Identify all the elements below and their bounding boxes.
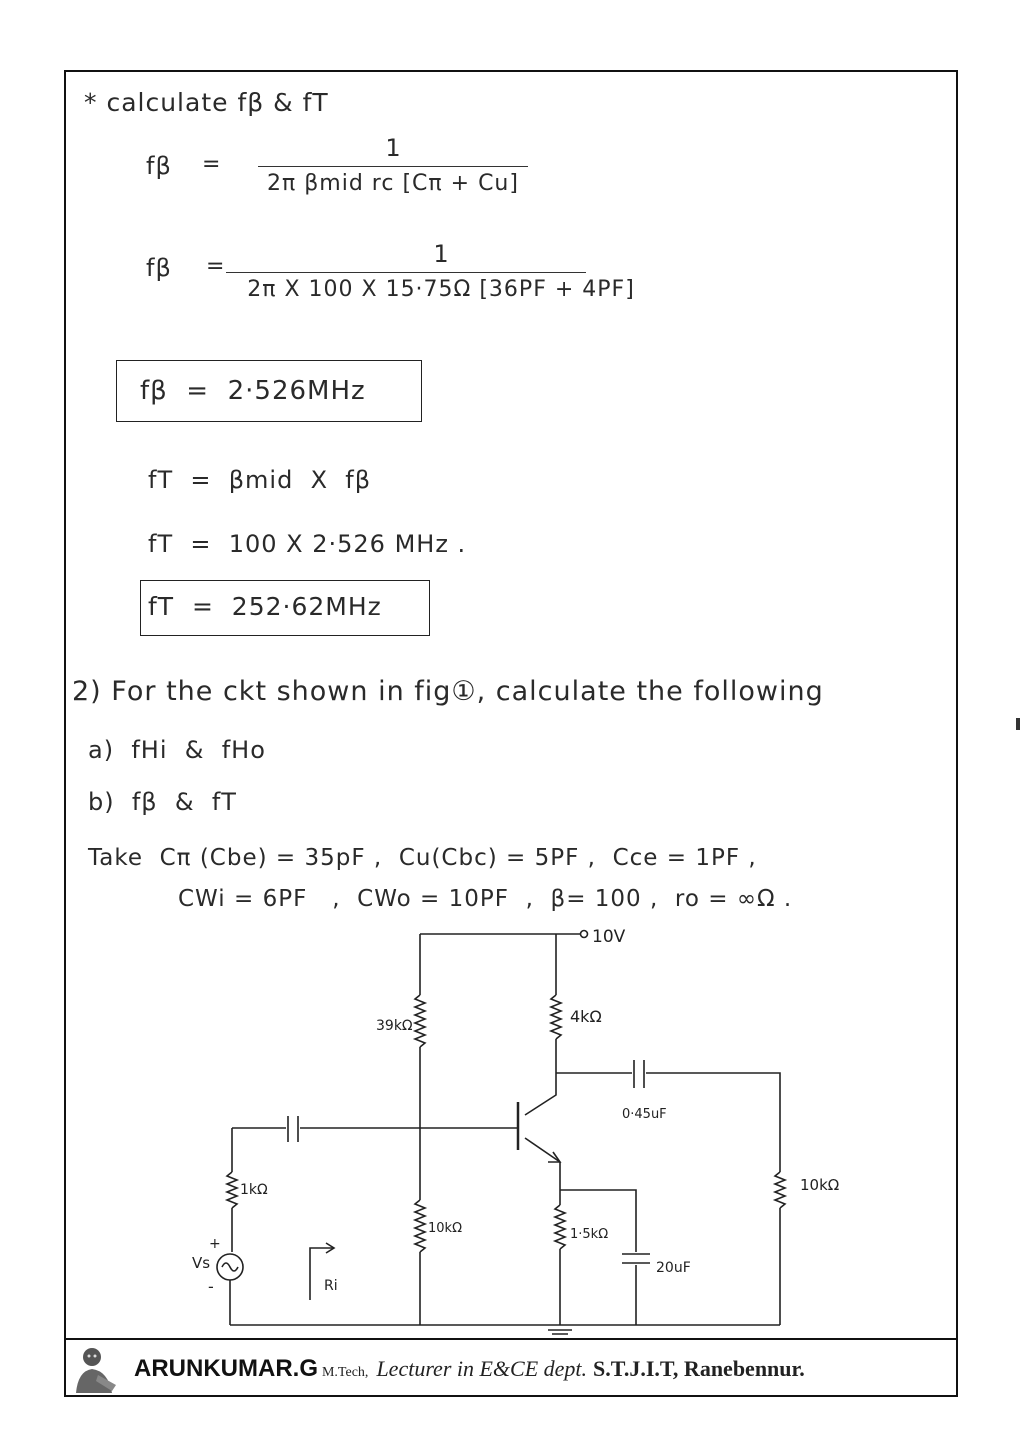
problem-part-b: b) fβ & fT — [88, 788, 237, 816]
r-emitter-symbol — [552, 1204, 568, 1250]
heading: * calculate fβ & fT — [84, 88, 329, 117]
problem-given2: CWi = 6PF , CWo = 10PF , β= 100 , ro = ∞… — [178, 886, 793, 912]
problem-intro: 2) For the ckt shown in fig①, calculate … — [72, 676, 824, 707]
label-r-load: 10kΩ — [800, 1176, 839, 1194]
ri-arrow — [309, 1247, 334, 1300]
result-fb: fβ = 2·526MHz — [140, 376, 366, 406]
r-top-left-symbol — [412, 994, 428, 1048]
page-frame — [64, 70, 958, 1397]
formula1-bar — [258, 166, 528, 167]
author-photo-icon — [68, 1341, 122, 1395]
supply-terminal — [579, 929, 589, 939]
c-out-wire — [646, 1072, 781, 1172]
result-ft-box — [140, 580, 430, 636]
label-c-emitter: 20uF — [656, 1260, 691, 1276]
line-ft2: fT = 100 X 2·526 MHz . — [148, 530, 467, 558]
footer-name: ARUNKUMAR.G — [134, 1354, 318, 1382]
label-r-collector: 4kΩ — [570, 1007, 602, 1026]
r-collector-symbol — [548, 994, 564, 1040]
footer: ARUNKUMAR.G M.Tech, Lecturer in E&CE dep… — [64, 1338, 958, 1397]
bypass-wire — [560, 1189, 637, 1252]
label-supply: 10V — [592, 927, 626, 947]
r-load-symbol — [772, 1171, 788, 1209]
r-bottom-left-symbol — [412, 1199, 428, 1253]
source-sine — [221, 1262, 239, 1272]
ground-symbol — [548, 1329, 572, 1335]
formula1-eq: = — [202, 152, 222, 177]
label-r-top-left: 39kΩ — [376, 1018, 413, 1034]
label-r-bottom-left: 10kΩ — [428, 1221, 462, 1236]
formula1-numerator: 1 — [385, 134, 401, 162]
problem-given1: Take Cπ (Cbe) = 35pF , Cu(Cbc) = 5PF , C… — [88, 845, 757, 871]
problem-part-a: a) fHi & fHo — [88, 736, 266, 764]
footer-degree: M.Tech, — [321, 1364, 369, 1380]
formula1-fraction: 1 2π βmid rc [Cπ + Cu] — [258, 134, 528, 196]
footer-institute: S.T.J.I.T, Ranebennur. — [593, 1355, 805, 1381]
footer-role: Lecturer in E&CE dept. — [376, 1355, 588, 1381]
line-ft1: fT = βmid X fβ — [148, 466, 372, 494]
label-source-minus: - — [208, 1277, 214, 1296]
formula2-eq: = — [206, 254, 226, 279]
label-r-emitter: 1·5kΩ — [570, 1227, 608, 1242]
label-source: Vs — [192, 1254, 210, 1272]
page-edge-mark — [1016, 718, 1020, 730]
formula1-denominator: 2π βmid rc [Cπ + Cu] — [267, 171, 519, 196]
result-ft: fT = 252·62MHz — [148, 592, 382, 621]
result-fb-box — [116, 360, 422, 422]
ri-arrowhead — [325, 1242, 336, 1254]
label-c-out: 0·45uF — [622, 1107, 667, 1122]
formula2-bar — [226, 272, 586, 273]
formula2-fraction: 1 2π X 100 X 15·75Ω [36PF + 4PF] — [226, 240, 656, 302]
label-source-plus: + — [209, 1236, 221, 1252]
formula2-denominator: 2π X 100 X 15·75Ω [36PF + 4PF] — [247, 277, 635, 302]
formula2-lhs: fβ — [146, 254, 172, 282]
transistor-emitter — [524, 1137, 561, 1163]
r-source-symbol — [224, 1171, 240, 1209]
formula2-numerator: 1 — [433, 240, 449, 268]
collector-wire — [524, 1039, 557, 1116]
formula1-lhs: fβ — [146, 152, 172, 180]
label-input-res: Ri — [324, 1278, 338, 1294]
label-r-source: 1kΩ — [240, 1182, 268, 1198]
